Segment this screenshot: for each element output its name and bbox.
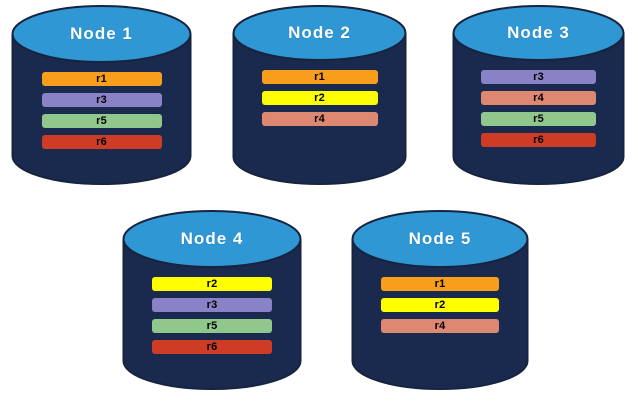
node-cylinder[interactable]: Node 3 r3 r4 r5 r6: [452, 5, 625, 185]
replica-bar[interactable]: r5: [481, 112, 596, 126]
replica-label: r5: [96, 115, 107, 127]
replica-bar[interactable]: r2: [381, 298, 499, 312]
replica-bar[interactable]: r6: [41, 135, 162, 149]
node-label: Node 4: [180, 229, 244, 248]
replica-label: r5: [206, 320, 218, 332]
node-label: Node 1: [70, 24, 133, 43]
replica-bar[interactable]: r1: [381, 277, 499, 291]
replica-bar[interactable]: r1: [41, 72, 162, 86]
replica-label: r3: [533, 71, 544, 83]
node-cylinder[interactable]: Node 2 r1 r2 r4: [232, 5, 407, 185]
replica-label: r4: [434, 320, 446, 332]
cylinder-top-ellipse: [232, 5, 407, 61]
replica-label: r3: [96, 94, 107, 106]
replica-bar-list: r1 r3 r5 r6: [11, 72, 192, 149]
replica-bar-list: r1 r2 r4: [232, 70, 407, 126]
cylinder-top-ellipse: [122, 210, 302, 268]
cylinder-top-ellipse: [351, 210, 529, 268]
replica-label: r3: [206, 299, 218, 311]
node-cylinder[interactable]: Node 4 r2 r3 r5 r6: [122, 210, 302, 390]
node-label: Node 5: [408, 229, 472, 248]
node-cylinder[interactable]: Node 1 r1 r3 r5 r6: [11, 5, 192, 185]
replica-bar[interactable]: r2: [261, 91, 378, 105]
replica-bar-list: r3 r4 r5 r6: [452, 70, 625, 147]
replica-bar-list: r2 r3 r5 r6: [122, 277, 302, 354]
replica-bar[interactable]: r4: [261, 112, 378, 126]
node-label: Node 2: [288, 23, 351, 42]
replica-bar[interactable]: r6: [481, 133, 596, 147]
replica-label: r6: [206, 341, 218, 353]
node-label: Node 3: [507, 23, 570, 42]
replica-label: r4: [533, 92, 544, 104]
node-cylinder[interactable]: Node 5 r1 r2 r4: [351, 210, 529, 390]
cylinder-top-ellipse: [11, 5, 192, 63]
cylinder-shape-icon: [351, 210, 529, 390]
replica-bar[interactable]: r4: [381, 319, 499, 333]
replica-label: r1: [96, 73, 107, 85]
replica-bar[interactable]: r4: [481, 91, 596, 105]
replica-bar[interactable]: r5: [152, 319, 272, 333]
replica-bar[interactable]: r3: [152, 298, 272, 312]
replica-bar[interactable]: r1: [261, 70, 378, 84]
replica-bar-list: r1 r2 r4: [351, 277, 529, 333]
replica-bar[interactable]: r5: [41, 114, 162, 128]
replica-label: r6: [96, 136, 107, 148]
replica-bar[interactable]: r3: [41, 93, 162, 107]
replica-label: r1: [314, 71, 325, 83]
replica-label: r5: [533, 113, 544, 125]
replica-bar[interactable]: r3: [481, 70, 596, 84]
replica-label: r2: [206, 278, 218, 290]
replica-label: r1: [434, 278, 446, 290]
replica-bar[interactable]: r6: [152, 340, 272, 354]
replica-label: r6: [533, 134, 544, 146]
replica-bar[interactable]: r2: [152, 277, 272, 291]
replica-label: r2: [314, 92, 325, 104]
replica-label: r4: [314, 113, 325, 125]
replica-label: r2: [434, 299, 446, 311]
cylinder-top-ellipse: [452, 5, 625, 61]
